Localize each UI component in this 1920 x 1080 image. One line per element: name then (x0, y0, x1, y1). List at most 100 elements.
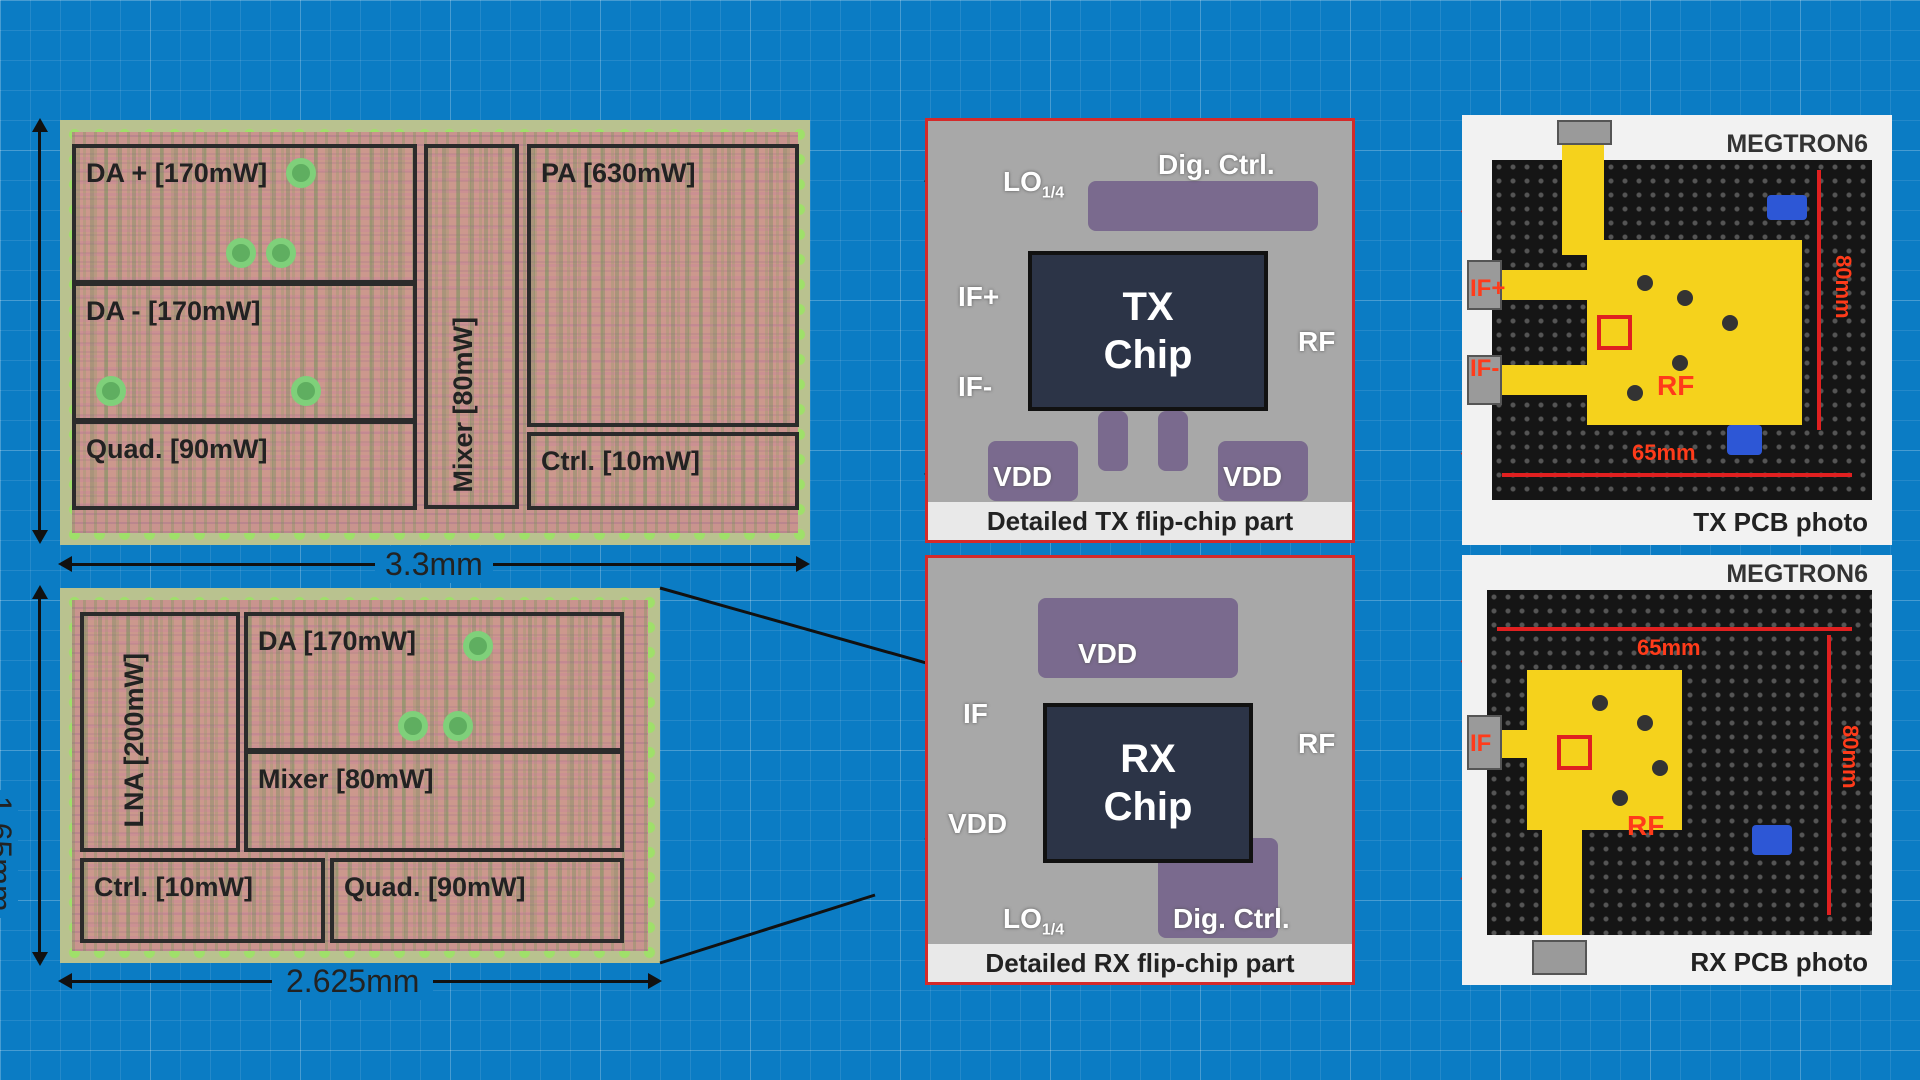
rx-if-connector (1467, 715, 1502, 770)
tx-pcb-title: MEGTRON6 (1726, 130, 1868, 158)
arrow-right-icon (796, 556, 810, 572)
arrow-left-icon (58, 556, 72, 572)
trace (988, 441, 1078, 501)
trace (1088, 181, 1318, 231)
tx-chip-label-2: Chip (1103, 333, 1193, 377)
trace (1158, 411, 1188, 471)
component (1727, 425, 1762, 455)
rx-pcb-if-label: IF (1470, 730, 1492, 757)
tx-if-minus-label: IF- (958, 371, 993, 402)
tx-quad-label: Quad. [90mW] (86, 434, 268, 464)
rx-pcb-width-dim: 65mm (1637, 635, 1701, 660)
tx-ctrl-label: Ctrl. [10mW] (541, 446, 701, 476)
rx-rf-label: RF (1298, 728, 1336, 759)
rx-pcb-title: MEGTRON6 (1726, 560, 1868, 588)
rx-mixer-label: Mixer [80mW] (258, 764, 434, 794)
tx-block-pa: PA [630mW] (527, 144, 799, 427)
rx-dig-ctrl-label: Dig. Ctrl. (1173, 903, 1290, 934)
tx-height-dimension-line (38, 125, 41, 535)
rx-ctrl-label: Ctrl. [10mW] (94, 872, 254, 902)
rx-flipchip-caption: Detailed RX flip-chip part (928, 944, 1352, 982)
rx-lo-label: LO1/4 (1003, 903, 1065, 939)
tx-pcb-height-line (1817, 170, 1821, 430)
arrow-down-icon (32, 530, 48, 544)
tx-pcb-rf-label: RF (1657, 370, 1695, 401)
hole (1637, 275, 1653, 291)
hole (1637, 715, 1653, 731)
tx-pcb-if-plus-label: IF+ (1470, 275, 1506, 302)
tx-da-plus-label: DA + [170mW] (86, 158, 268, 188)
tx-block-ctrl: Ctrl. [10mW] (527, 432, 799, 510)
tx-pcb-caption: TX PCB photo (1693, 507, 1868, 537)
hole (1722, 315, 1738, 331)
tx-if-plus-label: IF+ (958, 281, 1000, 312)
tx-rf-label: RF (1298, 326, 1336, 357)
arrow-right-icon (648, 973, 662, 989)
rx-pcb-width-line (1497, 627, 1852, 631)
hole (1672, 355, 1688, 371)
rx-bottom-connector (1532, 940, 1587, 975)
rx-pcb-height-line (1827, 635, 1831, 915)
rx-block-lna: LNA [200mW] (80, 612, 240, 852)
rx-pcb-rf-label: RF (1627, 810, 1665, 841)
rx-block-mixer: Mixer [80mW] (244, 750, 624, 852)
tx-block-da-plus: DA + [170mW] (72, 144, 417, 284)
tx-top-connector (1557, 120, 1612, 145)
hole (1627, 385, 1643, 401)
rx-chip-label-2: Chip (1103, 785, 1193, 829)
inductor-coil (398, 711, 428, 741)
tx-rf-pad (1587, 240, 1802, 425)
arrow-up-icon (32, 118, 48, 132)
rx-flipchip-panel: RX Chip VDD IF RF VDD LO1/4 Dig. Ctrl. D… (925, 555, 1355, 985)
rx-vdd-left-label: VDD (948, 808, 1008, 839)
tx-pcb-width-line (1502, 473, 1852, 477)
tx-lo-label: LO1/4 (1003, 166, 1065, 202)
trace (1098, 411, 1128, 471)
tx-pcb-height-dim: 80mm (1831, 255, 1856, 319)
hole (1652, 760, 1668, 776)
tx-block-quad: Quad. [90mW] (72, 420, 417, 510)
rx-da-label: DA [170mW] (258, 626, 417, 656)
tx-block-mixer: Mixer [80mW] (424, 144, 519, 509)
tx-flipchip-panel: TX Chip LO1/4 Dig. Ctrl. IF+ IF- RF VDD … (925, 118, 1355, 543)
hole (1592, 695, 1608, 711)
tx-pcb-photo: MEGTRON6 IF+ IF- RF 65mm 80mm TX PCB pho… (1462, 115, 1892, 545)
trace (1038, 598, 1238, 678)
rx-vdd-top-label: VDD (1078, 638, 1138, 669)
rx-chip-highlight (1557, 735, 1592, 770)
hole (1612, 790, 1628, 806)
arrow-down-icon (32, 952, 48, 966)
arrow-up-icon (32, 585, 48, 599)
rx-width-label: 2.625mm (272, 963, 434, 1000)
tx-vdd-left-label: VDD (993, 461, 1053, 492)
trace (1542, 825, 1582, 935)
tx-dig-ctrl-label: Dig. Ctrl. (1158, 149, 1275, 180)
tx-pcb-width-dim: 65mm (1632, 440, 1696, 465)
inductor-coil (463, 631, 493, 661)
rx-quad-label: Quad. [90mW] (344, 872, 526, 902)
rx-pcb-height-dim: 80mm (1838, 725, 1863, 789)
tx-block-da-minus: DA - [170mW] (72, 282, 417, 422)
inductor-coil (443, 711, 473, 741)
tx-da-minus-label: DA - [170mW] (86, 296, 261, 326)
inductor-coil (286, 158, 316, 188)
rx-block-ctrl: Ctrl. [10mW] (80, 858, 325, 943)
trace (1218, 441, 1308, 501)
tx-vdd-right-label: VDD (1223, 461, 1283, 492)
arrow-left-icon (58, 973, 72, 989)
component (1752, 825, 1792, 855)
rx-chip: RX Chip (1043, 703, 1253, 863)
tx-if-plus-connector (1467, 260, 1502, 310)
rx-pcb-caption: RX PCB photo (1690, 947, 1868, 977)
hole (1677, 290, 1693, 306)
rx-chip-label-1: RX (1120, 737, 1176, 781)
tx-pa-label: PA [630mW] (541, 158, 696, 188)
tx-chip-label-1: TX (1122, 285, 1174, 329)
tx-width-label: 3.3mm (375, 546, 493, 583)
rx-pcb-photo: MEGTRON6 IF RF 65mm 80mm RX PCB photo (1462, 555, 1892, 985)
tx-if-minus-connector (1467, 355, 1502, 405)
tx-flipchip-caption: Detailed TX flip-chip part (928, 502, 1352, 540)
rx-height-dimension-line (38, 592, 41, 957)
inductor-coil (96, 376, 126, 406)
rx-block-da: DA [170mW] (244, 612, 624, 752)
